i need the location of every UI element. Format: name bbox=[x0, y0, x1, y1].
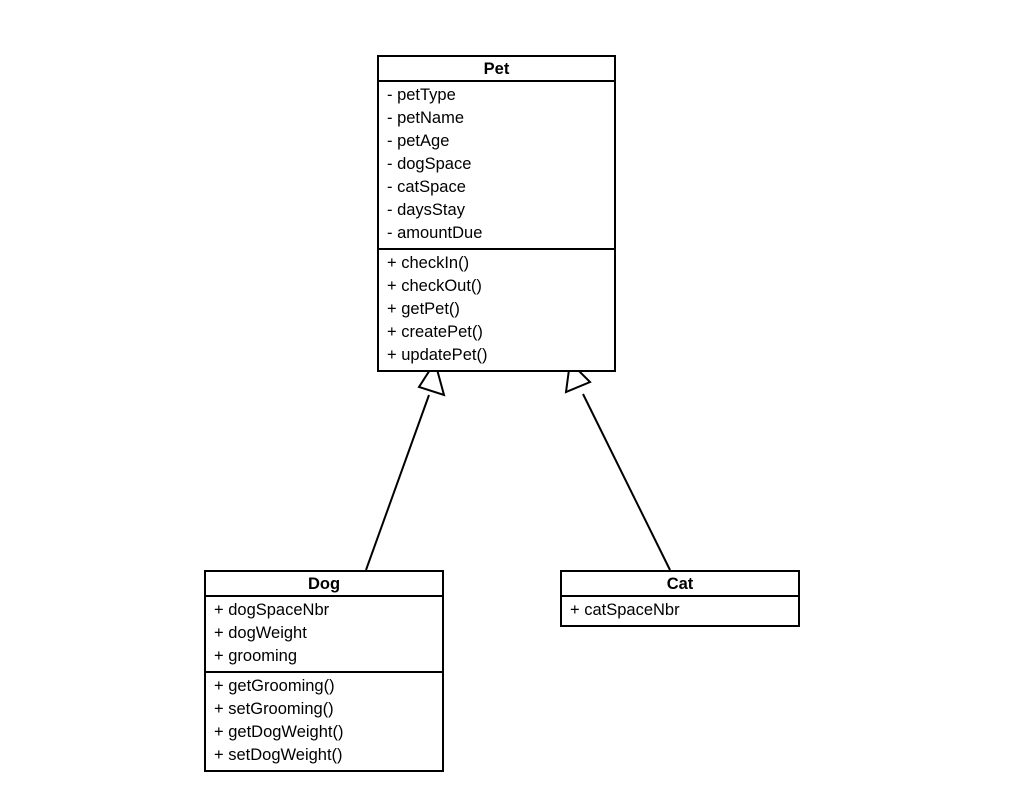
class-name-cat: Cat bbox=[562, 572, 798, 597]
generalization-line-cat bbox=[582, 393, 671, 571]
method-row: + setGrooming() bbox=[214, 700, 334, 718]
generalization-line-dog bbox=[365, 394, 430, 571]
attribute-row: - petAge bbox=[387, 132, 450, 150]
method-row: + checkIn() bbox=[387, 254, 470, 272]
generalization-dog-to-pet bbox=[365, 359, 446, 571]
attribute-row: - daysStay bbox=[387, 201, 465, 219]
attributes-compartment-dog: + dogSpaceNbr + dogWeight + grooming bbox=[206, 597, 442, 671]
class-name-pet: Pet bbox=[379, 57, 614, 82]
method-row: + getGrooming() bbox=[214, 677, 335, 695]
attribute-row: + grooming bbox=[214, 647, 298, 665]
attribute-row: - petName bbox=[387, 109, 465, 127]
methods-compartment-pet: + checkIn() + checkOut() + getPet() + cr… bbox=[379, 248, 614, 370]
attribute-row: + dogWeight bbox=[214, 624, 307, 642]
methods-compartment-dog: + getGrooming() + setGrooming() + getDog… bbox=[206, 671, 442, 770]
attributes-compartment-pet: - petType - petName - petAge - dogSpace … bbox=[379, 82, 614, 248]
method-row: + getPet() bbox=[387, 300, 460, 318]
method-row: + setDogWeight() bbox=[214, 746, 343, 764]
attribute-row: - catSpace bbox=[387, 178, 466, 196]
generalization-cat-to-pet bbox=[564, 359, 671, 571]
uml-class-pet[interactable]: Pet - petType - petName - petAge - dogSp… bbox=[377, 55, 616, 372]
method-row: + getDogWeight() bbox=[214, 723, 344, 741]
attribute-row: + dogSpaceNbr bbox=[214, 601, 330, 619]
attribute-row: - petType bbox=[387, 86, 456, 104]
class-name-dog: Dog bbox=[206, 572, 442, 597]
attributes-compartment-cat: + catSpaceNbr bbox=[562, 597, 798, 625]
attribute-row: - dogSpace bbox=[387, 155, 472, 173]
attribute-row: - amountDue bbox=[387, 224, 483, 242]
method-row: + checkOut() bbox=[387, 277, 482, 295]
uml-class-cat[interactable]: Cat + catSpaceNbr bbox=[560, 570, 800, 627]
uml-class-dog[interactable]: Dog + dogSpaceNbr + dogWeight + grooming… bbox=[204, 570, 444, 772]
method-row: + updatePet() bbox=[387, 346, 488, 364]
attribute-row: + catSpaceNbr bbox=[570, 601, 680, 619]
method-row: + createPet() bbox=[387, 323, 483, 341]
